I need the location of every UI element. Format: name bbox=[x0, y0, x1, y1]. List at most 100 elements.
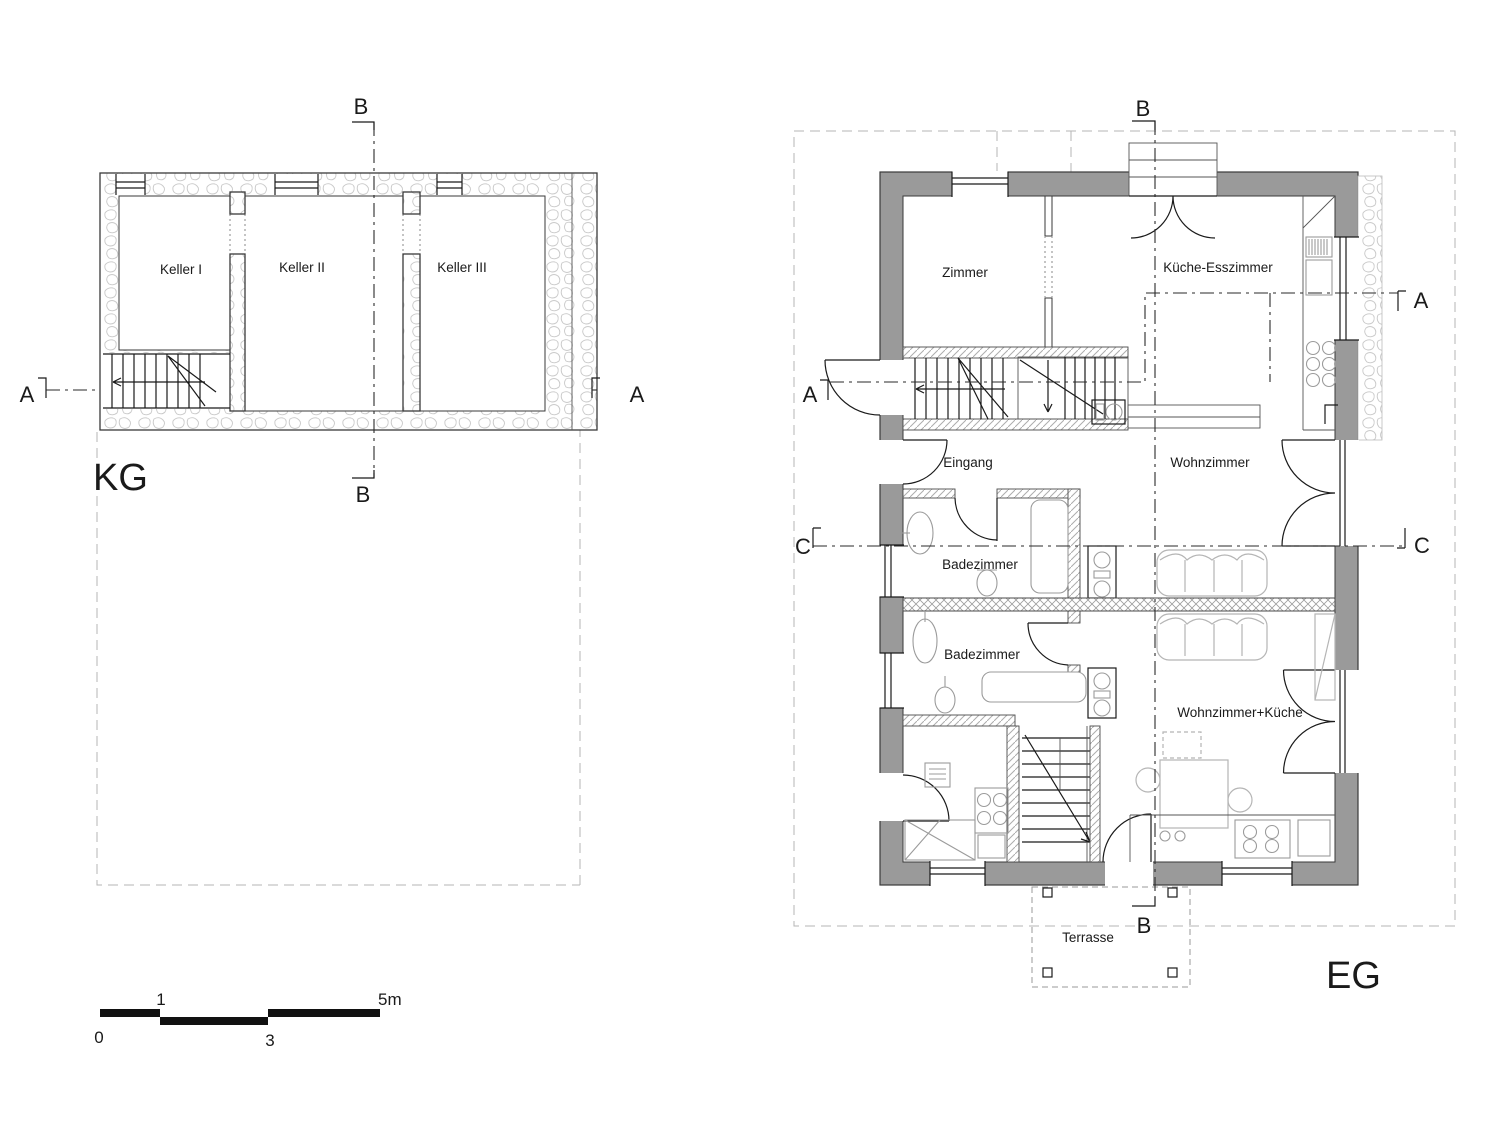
eg-bad2-toilet bbox=[934, 676, 956, 714]
room-keller-2-floor bbox=[244, 195, 404, 412]
eg-stairs-lower bbox=[1022, 725, 1101, 863]
eg-eingang-door-swing bbox=[902, 439, 948, 485]
eg-section-b: B B bbox=[1132, 96, 1156, 938]
terrace-post-1 bbox=[1042, 887, 1053, 898]
eg-window-south-left bbox=[929, 861, 986, 886]
eg-section-a-right-tick bbox=[1397, 290, 1406, 311]
eg-wohnkueche-tap-2 bbox=[1174, 830, 1186, 842]
kg-partition-stub-2 bbox=[402, 191, 421, 215]
eg-stairs-lower-arrow bbox=[1024, 734, 1091, 843]
eg-stairs-mid-break bbox=[1019, 359, 1104, 415]
room-label-wohnzimmer: Wohnzimmer bbox=[1170, 455, 1250, 470]
eg-stair-exit-door-swing bbox=[824, 359, 881, 416]
eg-section-c-left-label: C bbox=[795, 534, 811, 559]
eg-interior-floor bbox=[902, 195, 1336, 863]
eg-wohnkueche-counter bbox=[1129, 814, 1335, 862]
eg-stairs-mid-arrow bbox=[1043, 360, 1053, 413]
room-label-kueche-esszimmer: Küche-Esszimmer bbox=[1163, 260, 1273, 275]
eg-sideboard bbox=[1314, 613, 1336, 701]
eg-stair-wall-top bbox=[902, 346, 1129, 359]
eg-bad1-wall-left bbox=[902, 488, 956, 499]
eg-kueche-stove bbox=[1305, 340, 1337, 388]
room-keller-1-floor bbox=[118, 195, 231, 351]
kg-door-opening-1-dots bbox=[229, 214, 246, 254]
eg-bad1-toilet bbox=[976, 569, 998, 597]
eg-french-door-wohnzimmer bbox=[1281, 439, 1359, 547]
eg-section-line-a bbox=[830, 292, 1398, 383]
kg-door-opening-1 bbox=[229, 214, 246, 254]
eg-bad2-wall-east-a bbox=[1067, 610, 1081, 624]
eg-bad2-bathtub bbox=[981, 671, 1087, 703]
scale-label-5m: 5m bbox=[378, 990, 402, 1009]
scale-label-1: 1 bbox=[156, 990, 165, 1009]
eg-section-c-right-tick bbox=[1397, 528, 1406, 549]
eg-window-zimmer-north bbox=[951, 171, 1009, 197]
scale-segment-0-1 bbox=[100, 1009, 160, 1017]
eg-stairs-upper bbox=[914, 357, 1009, 420]
eg-section-a: A A bbox=[803, 288, 1429, 407]
kg-section-b-top-tick bbox=[352, 121, 375, 130]
eg-stairs-mid bbox=[1017, 356, 1129, 425]
kg-stair-direction-arrow bbox=[112, 377, 205, 387]
eg-french-door-1-swing bbox=[1281, 439, 1336, 547]
kg-section-b-top-label: B bbox=[354, 94, 369, 119]
eg-kueche-counter bbox=[1302, 195, 1338, 431]
room-label-keller-2: Keller II bbox=[279, 260, 325, 275]
terrace-post-3 bbox=[1042, 967, 1053, 978]
kg-partition-stub-1 bbox=[229, 191, 246, 215]
eg-section-a-left-label: A bbox=[803, 382, 818, 407]
terrace-post-2 bbox=[1167, 887, 1178, 898]
kg-section-b: B B bbox=[352, 94, 375, 507]
kg-door-opening-2 bbox=[402, 214, 421, 254]
room-label-keller-1: Keller I bbox=[160, 262, 202, 277]
eg-kueche-radiator bbox=[1324, 404, 1338, 424]
eg-bad2-wall-east-b bbox=[1067, 664, 1081, 673]
kg-window-2 bbox=[274, 174, 319, 195]
kg-window-3 bbox=[436, 174, 463, 195]
eg-kitchen-wall-top bbox=[902, 714, 1016, 727]
eg-sofa-wohnzimmer bbox=[1156, 549, 1268, 597]
eg-window-kueche-east bbox=[1334, 236, 1359, 341]
eg-sofa-wohnkueche bbox=[1156, 613, 1268, 661]
eg-window-bad2-west bbox=[879, 652, 904, 709]
kg-stair-floor bbox=[101, 353, 230, 409]
kg-section-a: A A bbox=[20, 377, 645, 407]
kg-window-1 bbox=[115, 174, 146, 195]
eg-plan-title: EG bbox=[1326, 955, 1381, 997]
eg-section-a-right-label: A bbox=[1414, 288, 1429, 313]
kg-section-b-bottom-tick bbox=[352, 470, 375, 479]
eg-kitchen-boiler bbox=[924, 762, 951, 788]
terrace-post-4 bbox=[1167, 967, 1178, 978]
eg-bad1-washbasin bbox=[898, 511, 934, 555]
eg-stairs-upper-break bbox=[957, 357, 1009, 420]
kg-section-a-left-label: A bbox=[20, 382, 35, 407]
eg-dining-table bbox=[1135, 731, 1253, 829]
eg-wc-fixture bbox=[1091, 399, 1126, 425]
kg-door-opening-2-dots bbox=[402, 214, 421, 254]
kg-stair-treads bbox=[111, 354, 201, 408]
scale-label-3: 3 bbox=[265, 1031, 274, 1050]
eg-section-b-top-tick bbox=[1132, 120, 1156, 130]
room-label-eingang: Eingang bbox=[943, 455, 993, 470]
kg-plan: B B A A Keller I Keller II Keller III KG bbox=[20, 94, 645, 886]
scale-label-0: 0 bbox=[94, 1028, 103, 1047]
eg-existing-stone-wall bbox=[1357, 175, 1383, 441]
room-label-wohnzimmer-kueche: Wohnzimmer+Küche bbox=[1177, 705, 1302, 720]
eg-terrace-door bbox=[1102, 813, 1153, 886]
kg-stair-break-lines bbox=[167, 355, 217, 407]
kg-plan-title: KG bbox=[93, 457, 148, 499]
room-keller-3-floor bbox=[419, 195, 546, 412]
room-label-badezimmer-2: Badezimmer bbox=[944, 647, 1020, 662]
eg-stair-exit-door bbox=[824, 359, 904, 416]
kg-partition-1 bbox=[229, 253, 246, 412]
eg-flat-divider-wall bbox=[902, 597, 1336, 612]
eg-section-a-left-tick bbox=[820, 379, 829, 400]
eg-bad2-washbasin bbox=[912, 611, 938, 664]
eg-washer-closet-1 bbox=[1087, 545, 1117, 599]
eg-section-c-left-tick bbox=[812, 527, 821, 548]
eg-french-door-2-swing bbox=[1282, 669, 1336, 774]
eg-eingang-door bbox=[879, 439, 948, 485]
eg-canopy-projection bbox=[996, 131, 1072, 172]
eg-entry-door bbox=[1128, 142, 1218, 239]
eg-wohnkueche-sink bbox=[1297, 819, 1331, 857]
